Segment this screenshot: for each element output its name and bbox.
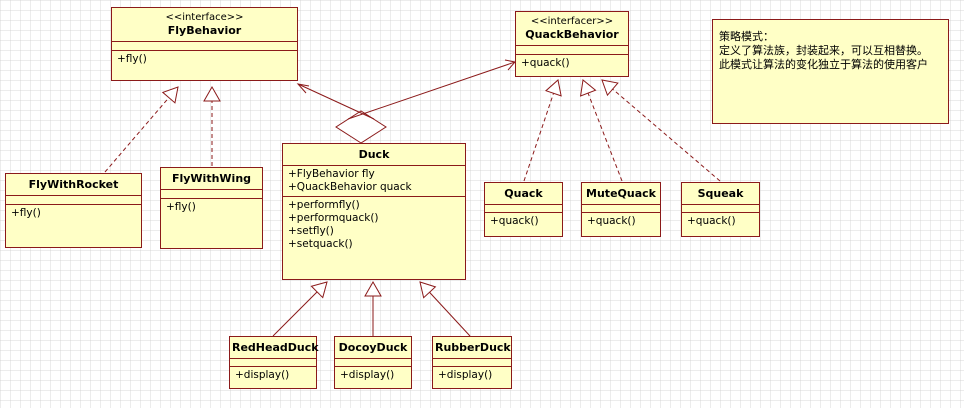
class-header: RubberDuck [433,337,511,359]
class-name: FlyWithWing [171,172,252,185]
class-methods: +display() [230,367,316,384]
class-attributes: +FlyBehavior fly +QuackBehavior quack [283,166,465,197]
class-flybehavior[interactable]: <<interface>> FlyBehavior +fly() [111,7,298,81]
class-method: +quack() [587,215,636,227]
class-name: DocoyDuck [338,341,408,354]
class-methods: +quack() [582,213,660,230]
class-header: Duck [283,144,465,166]
generalization-rubberduck-arrowhead [419,281,437,299]
aggregation-quackbehavior-line [347,61,516,120]
class-methods: +fly() [112,51,297,68]
class-attributes [582,205,660,213]
class-method: +quack() [490,215,539,227]
class-method: +setquack() [288,238,353,250]
strategy-pattern-note[interactable]: 策略模式： 定义了算法族，封装起来，可以互相替换。 此模式让算法的变化独立于算法… [712,19,949,124]
class-header: Quack [485,183,562,205]
class-attributes [112,42,297,51]
class-attribute: +QuackBehavior quack [288,181,412,193]
class-header: FlyWithWing [161,168,262,190]
generalization-redheadduck-line [272,291,318,337]
realization-flywithwing-arrowhead [203,85,221,102]
realization-squeak-line [612,88,721,182]
class-name: RedHeadDuck [232,341,319,354]
class-header: RedHeadDuck [230,337,319,359]
class-attributes [6,196,141,205]
class-quack[interactable]: Quack +quack() [484,182,563,237]
realization-mutequack-line [587,92,623,182]
realization-squeak-arrowhead [601,79,619,97]
class-methods: +fly() [161,199,262,216]
class-methods: +quack() [682,213,759,230]
class-attributes [682,205,759,213]
generalization-docoyduck-arrowhead [364,280,382,297]
class-method: +fly() [117,53,147,65]
aggregation-diamond [335,110,387,144]
class-squeak[interactable]: Squeak +quack() [681,182,760,237]
class-stereotype: <<interface>> [165,12,244,23]
class-name: Squeak [697,187,744,200]
class-name: Quack [504,187,543,200]
class-method: +display() [235,369,290,381]
class-method: +quack() [687,215,736,227]
class-methods: +display() [433,367,511,384]
realization-flywithrocket-line [104,97,170,173]
class-header: DocoyDuck [335,337,411,359]
class-method: +setfly() [288,225,334,237]
class-header: MuteQuack [582,183,660,205]
realization-quack-arrowhead [544,79,562,97]
realization-flywithrocket-arrowhead [161,86,179,104]
class-header: <<interfacer>> QuackBehavior [516,12,628,46]
note-line-title: 策略模式： [719,30,774,43]
class-name: QuackBehavior [525,28,619,41]
class-methods: +performfly() +performquack() +setfly() … [283,197,465,253]
class-flywithwing[interactable]: FlyWithWing +fly() [160,167,263,249]
class-name: FlyBehavior [167,24,242,37]
class-attributes [230,359,316,367]
class-duck[interactable]: Duck +FlyBehavior fly +QuackBehavior qua… [282,143,466,280]
class-attributes [516,46,628,55]
class-method: +display() [438,369,493,381]
note-line-description: 此模式让算法的变化独立于算法的使用客户 [719,58,928,71]
realization-mutequack-arrowhead [579,79,597,97]
class-method: +performquack() [288,212,379,224]
class-method: +fly() [166,201,196,213]
class-methods: +fly() [6,205,141,222]
class-header: FlyWithRocket [6,174,141,196]
class-attributes [433,359,511,367]
class-attributes [335,359,411,367]
class-name: MuteQuack [586,187,656,200]
class-methods: +display() [335,367,411,384]
class-method: +quack() [521,57,570,69]
class-stereotype: <<interfacer>> [530,16,614,27]
class-quackbehavior[interactable]: <<interfacer>> QuackBehavior +quack() [515,11,629,77]
aggregation-flybehavior-arrowhead [296,83,310,94]
class-method: +performfly() [288,199,360,211]
class-method: +fly() [11,207,41,219]
generalization-rubberduck-line [429,291,471,337]
class-method: +display() [340,369,395,381]
class-attribute: +FlyBehavior fly [288,168,375,180]
class-name: FlyWithRocket [28,178,119,191]
generalization-redheadduck-arrowhead [310,281,328,299]
class-header: <<interface>> FlyBehavior [112,8,297,42]
class-redheadduck[interactable]: RedHeadDuck +display() [229,336,319,389]
note-line-definition: 定义了算法族，封装起来，可以互相替换。 [719,44,928,57]
class-header: Squeak [682,183,759,205]
class-name: Duck [358,148,390,161]
class-docoyduck[interactable]: DocoyDuck +display() [334,336,412,389]
class-flywithrocket[interactable]: FlyWithRocket +fly() [5,173,142,248]
aggregation-flybehavior-line [297,83,375,120]
class-methods: +quack() [516,55,628,72]
class-name: RubberDuck [435,341,511,354]
class-attributes [161,190,262,199]
class-mutequack[interactable]: MuteQuack +quack() [581,182,661,237]
class-rubberduck[interactable]: RubberDuck +display() [432,336,512,389]
realization-quack-line [523,93,555,182]
class-methods: +quack() [485,213,562,230]
class-attributes [485,205,562,213]
